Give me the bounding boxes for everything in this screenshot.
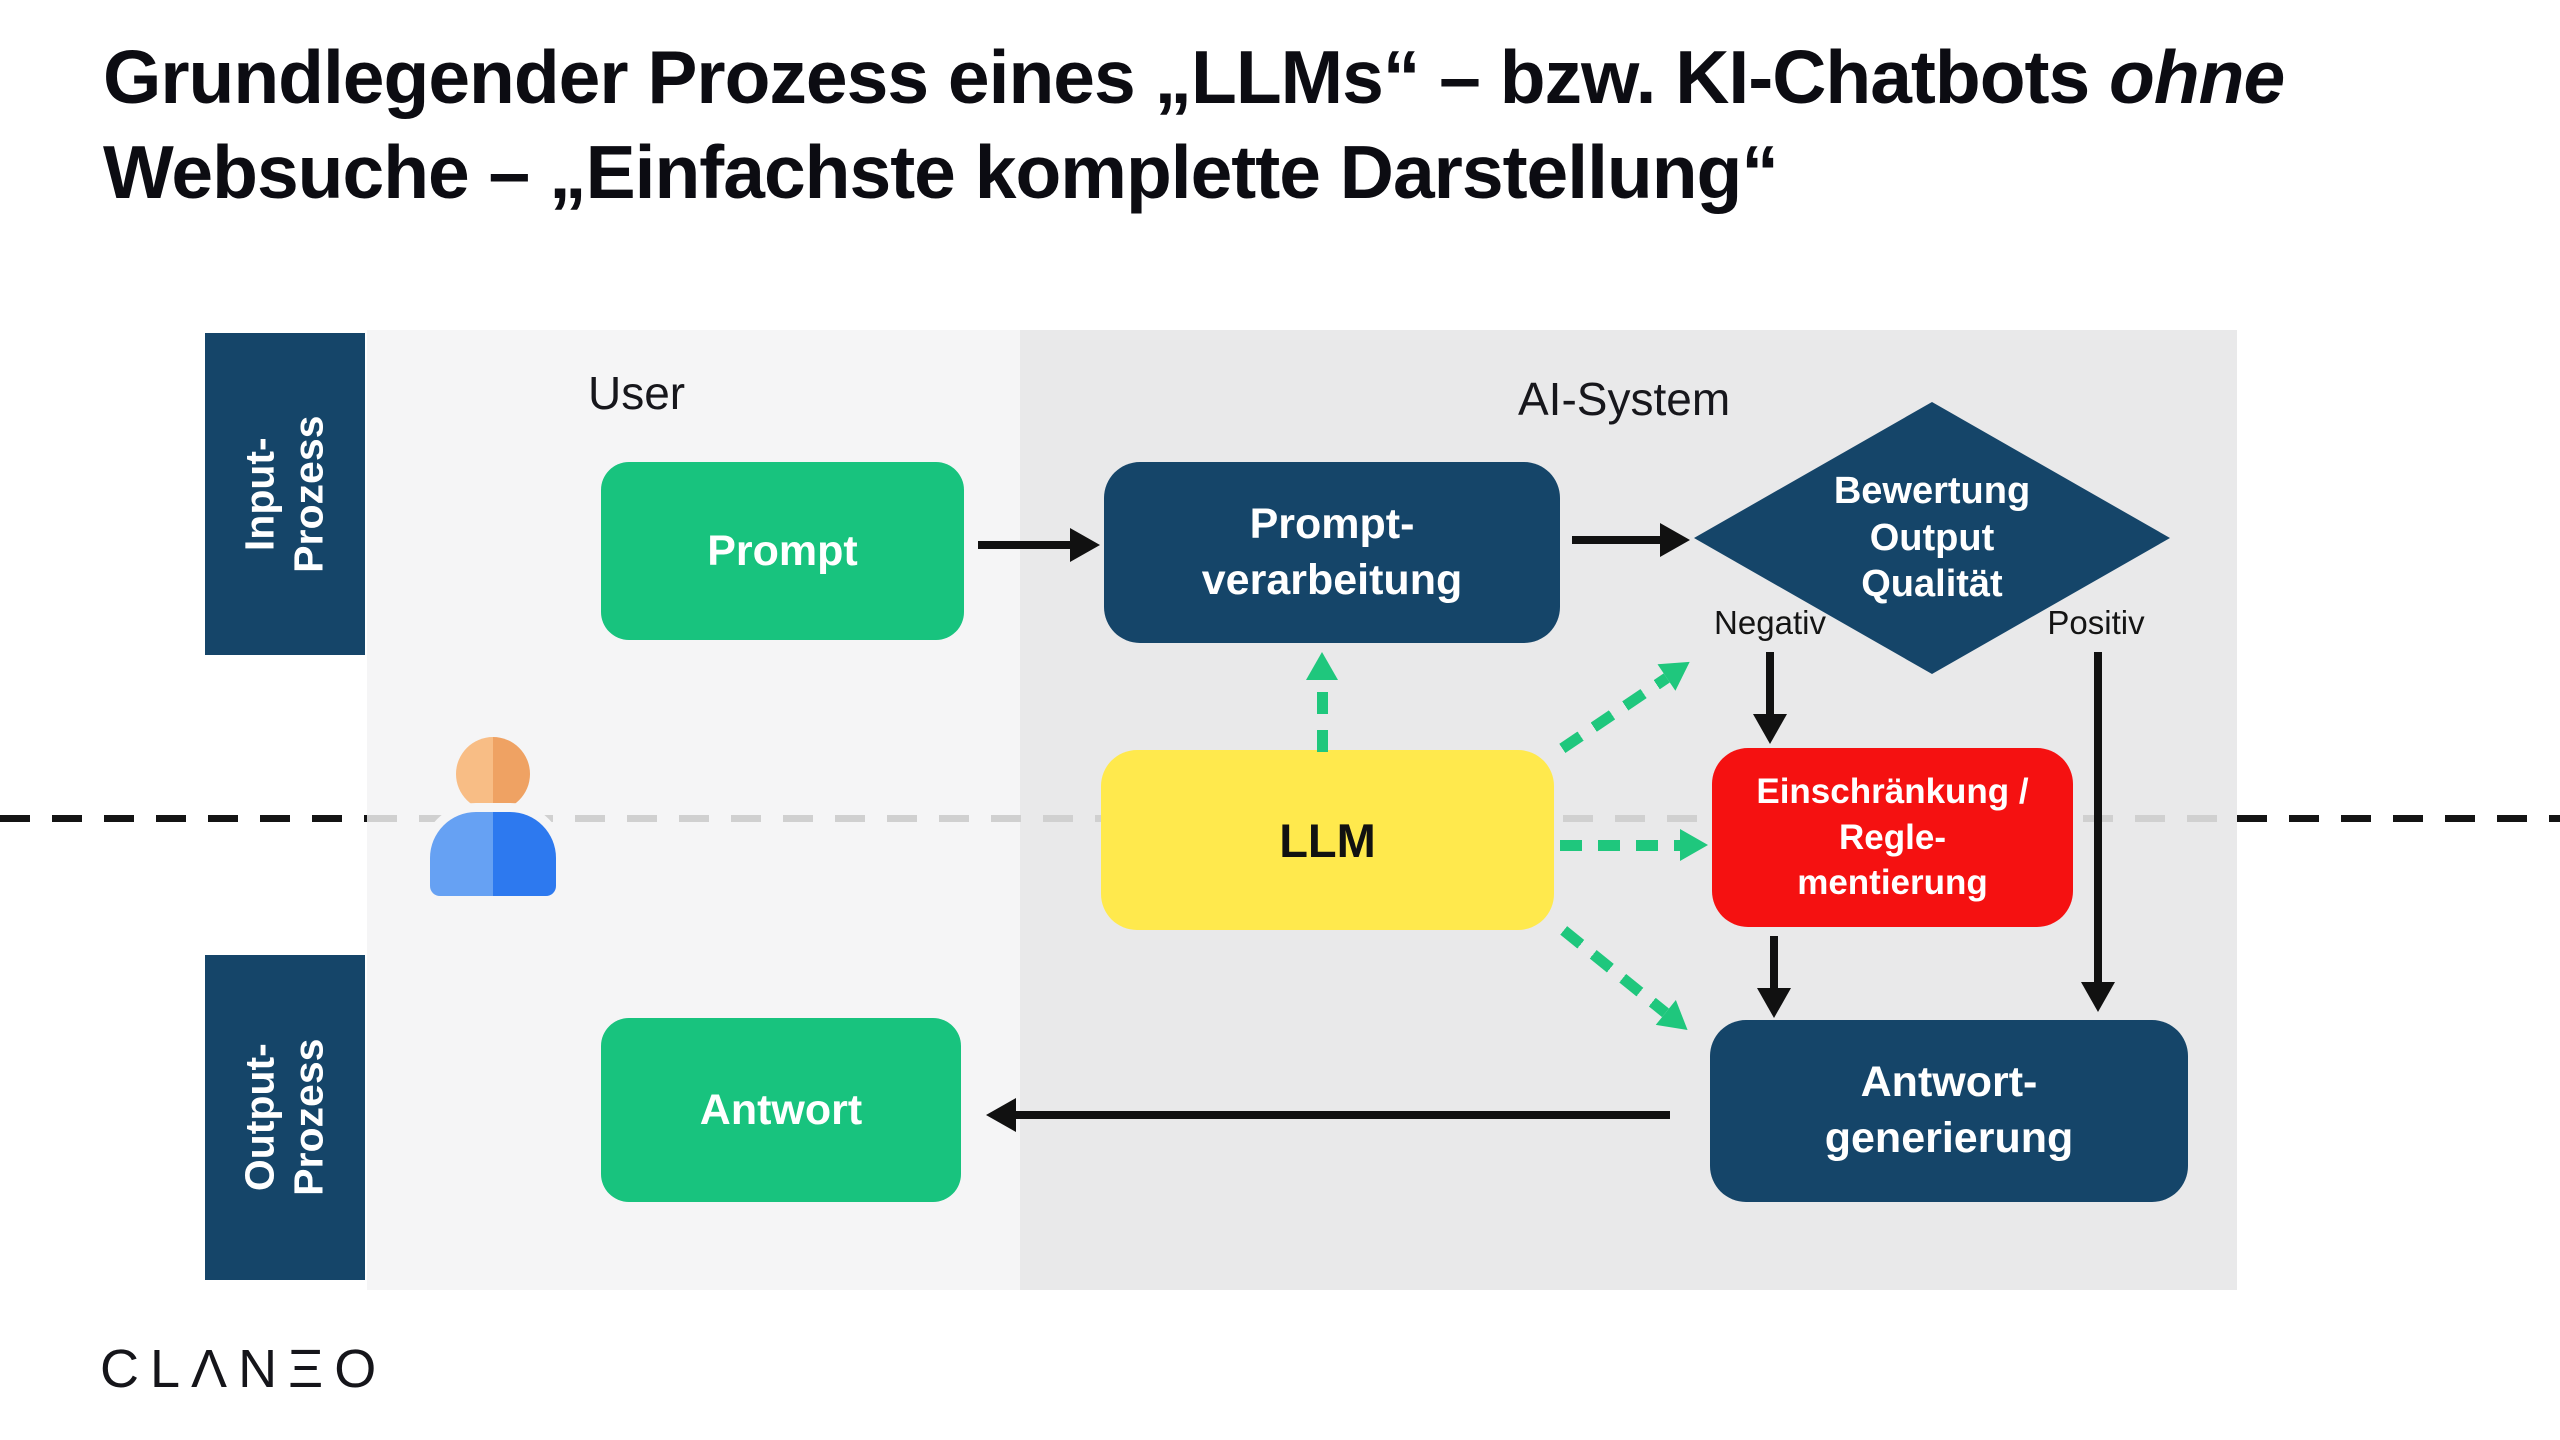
lane-output-process: Output- Prozess xyxy=(205,955,365,1280)
node-prompt-processing: Prompt- verarbeitung xyxy=(1104,462,1560,643)
node-answer: Antwort xyxy=(601,1018,961,1202)
node-llm: LLM xyxy=(1101,750,1554,930)
divider-dashed-line-right xyxy=(2237,815,2560,822)
user-zone-heading: User xyxy=(588,367,686,419)
arrow-restriction-to-answer-generation xyxy=(1757,936,1791,1018)
lane-input-label: Input- Prozess xyxy=(236,415,332,573)
arrow-head-icon xyxy=(1757,988,1791,1018)
user-person-icon-body xyxy=(430,812,556,896)
arrow-head-icon xyxy=(1753,714,1787,744)
ai-system-zone-heading: AI-System xyxy=(1518,373,1731,425)
dashed-arrow-head-icon xyxy=(1306,652,1338,680)
arrow-head-icon xyxy=(1660,523,1690,557)
branch-label-positive: Positiv xyxy=(2047,604,2145,641)
user-person-icon xyxy=(456,737,530,811)
arrow-shaft xyxy=(1572,536,1660,544)
arrow-negative-to-restriction xyxy=(1753,652,1787,744)
arrow-prompt-to-processing xyxy=(978,528,1100,562)
arrow-head-icon xyxy=(1070,528,1100,562)
dashed-arrow-llm-to-restriction xyxy=(1560,829,1708,861)
arrow-processing-to-quality xyxy=(1572,523,1690,557)
arrow-shaft xyxy=(1766,652,1774,714)
arrow-positive-to-answer-generation xyxy=(2081,652,2115,1012)
dashed-arrow-shaft xyxy=(1316,680,1328,752)
title-italic-word: ohne xyxy=(2109,35,2285,119)
title-part1: Grundlegender Prozess eines „LLMs“ – bzw… xyxy=(103,35,2110,119)
title-part2: Websuche – „Einfachste komplette Darstel… xyxy=(103,130,1779,215)
arrow-shaft xyxy=(2094,652,2102,982)
claneo-logo: CLΛNΞO xyxy=(100,1339,388,1399)
arrow-head-icon xyxy=(2081,982,2115,1012)
branch-label-negative: Negativ xyxy=(1714,604,1826,641)
divider-dashed-line-left xyxy=(0,815,367,822)
node-prompt: Prompt xyxy=(601,462,964,640)
dashed-arrow-llm-to-processing xyxy=(1306,652,1338,752)
arrow-shaft xyxy=(1016,1111,1670,1119)
arrow-answer-generation-to-answer xyxy=(986,1098,1670,1132)
node-restriction: Einschränkung / Regle- mentierung xyxy=(1712,748,2073,927)
page-title: Grundlegender Prozess eines „LLMs“ – bzw… xyxy=(103,30,2533,221)
lane-input-process: Input- Prozess xyxy=(205,333,365,655)
dashed-arrow-head-icon xyxy=(1680,829,1708,861)
dashed-arrow-shaft xyxy=(1560,839,1680,851)
arrow-shaft xyxy=(978,541,1070,549)
node-answer-generation: Antwort- generierung xyxy=(1710,1020,2188,1202)
arrow-shaft xyxy=(1770,936,1778,988)
arrow-head-icon xyxy=(986,1098,1016,1132)
lane-output-label: Output- Prozess xyxy=(236,1038,332,1197)
